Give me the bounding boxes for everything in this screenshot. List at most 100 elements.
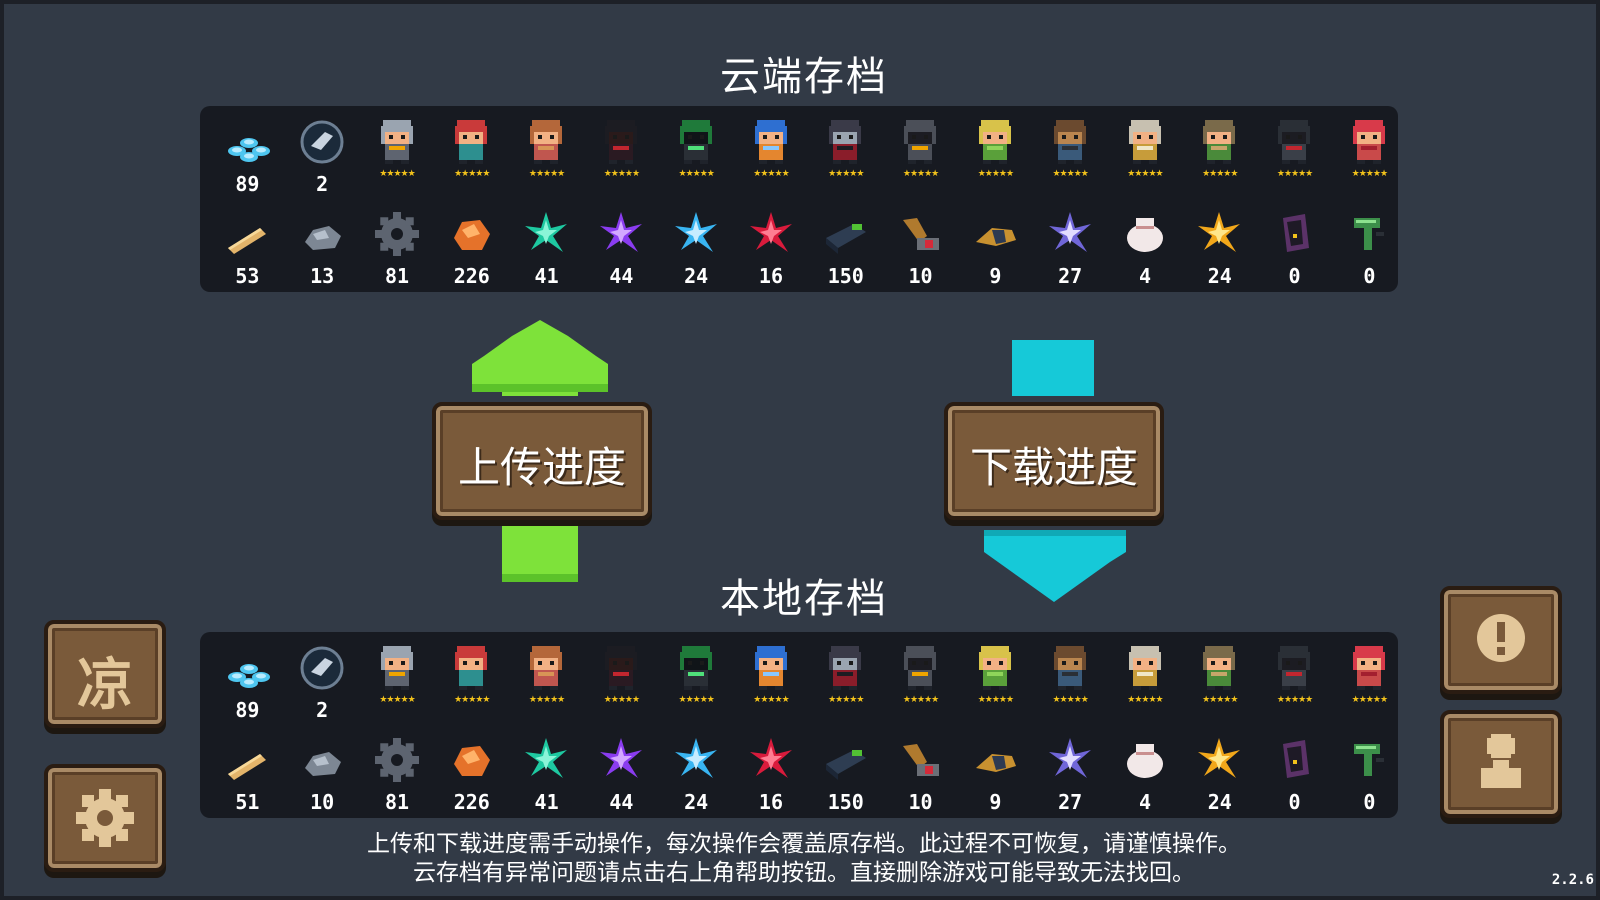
elf-hero-icon — [978, 646, 1011, 690]
item-count: 51 — [235, 790, 260, 814]
cloud-item-cell: 24 — [1182, 202, 1257, 292]
local-item-cell: 89 — [210, 636, 285, 726]
gear-part-icon — [374, 212, 419, 256]
local-character-cell: ★★★★★ — [734, 636, 809, 726]
upload-progress-button[interactable]: 上传进度 — [432, 402, 652, 520]
settings-button[interactable] — [44, 764, 166, 872]
item-count: 0 — [1288, 264, 1301, 288]
knight-hero-icon — [380, 646, 413, 690]
item-count: 41 — [534, 790, 559, 814]
item-count: 0 — [1363, 264, 1376, 288]
star-rating: ★★★★★ — [1127, 695, 1163, 705]
star-rating: ★★★★★ — [603, 695, 640, 705]
cloud-character-cell: ★★★★★ — [360, 110, 435, 200]
wood-plank-icon — [228, 228, 266, 254]
priestess-hero-icon — [1128, 120, 1161, 164]
card-icon — [1283, 740, 1310, 778]
version-label: 2.2.6 — [1551, 872, 1594, 888]
star-rating: ★★★★★ — [528, 695, 565, 705]
paladin-hero-icon — [904, 646, 937, 690]
cloud-character-cell: ★★★★★ — [434, 110, 509, 200]
star-rating: ★★★★★ — [977, 695, 1014, 705]
cloud-item-cell: 41 — [509, 202, 584, 292]
local-item-cell: 24 — [659, 728, 734, 818]
star-rating: ★★★★★ — [1052, 695, 1088, 705]
download-progress-label: 下载进度 — [969, 443, 1138, 492]
star-rating: ★★★★★ — [454, 695, 490, 705]
local-character-cell: ★★★★★ — [1033, 636, 1108, 726]
horn-icon — [975, 228, 1016, 246]
star-rating: ★★★★★ — [902, 695, 939, 705]
user-icon — [1481, 734, 1521, 788]
item-count: 53 — [235, 264, 260, 288]
local-character-cell: ★★★★★ — [958, 636, 1033, 726]
assassin-hero-icon — [604, 646, 637, 690]
item-count: 27 — [1058, 264, 1083, 288]
local-item-cell: 27 — [1033, 728, 1108, 818]
knight-hero-icon — [380, 120, 413, 164]
stone-ore-icon — [304, 752, 341, 776]
cannon-part-icon — [903, 744, 940, 776]
purple-crystal-icon — [599, 212, 642, 252]
local-character-cell: ★★★★★ — [1108, 636, 1183, 726]
local-item-cell: 0 — [1332, 728, 1407, 818]
liang-button[interactable]: 凉 — [44, 620, 166, 728]
help-icon — [1477, 614, 1525, 662]
local-item-cell: 41 — [509, 728, 584, 818]
item-count: 13 — [310, 264, 335, 288]
blue-crystal-icon — [674, 212, 717, 252]
star-rating: ★★★★★ — [828, 169, 864, 179]
fire-crystal-icon — [1198, 212, 1241, 252]
local-item-cell: 4 — [1108, 728, 1183, 818]
local-character-cell: ★★★★★ — [1182, 636, 1257, 726]
battery-icon — [826, 750, 867, 780]
cloud-character-cell: ★★★★★ — [509, 110, 584, 200]
vampire-hero-icon — [829, 120, 862, 164]
star-rating: ★★★★★ — [1276, 169, 1313, 179]
cloud-item-cell: 89 — [210, 110, 285, 200]
alchemist-hero-icon — [679, 646, 712, 690]
cloud-character-cell: ★★★★★ — [1257, 110, 1332, 200]
local-item-cell: 44 — [584, 728, 659, 818]
stone-ore-icon — [304, 226, 341, 250]
cloud-character-cell: ★★★★★ — [958, 110, 1033, 200]
cloud-item-cell: 10 — [883, 202, 958, 292]
item-count: 0 — [1288, 790, 1301, 814]
liang-icon: 凉 — [77, 653, 133, 718]
cloud-save-title: 云端存档 — [720, 54, 888, 100]
cloud-item-cell: 0 — [1257, 202, 1332, 292]
cloud-item-cell: 150 — [808, 202, 883, 292]
berserker-hero-icon — [1352, 120, 1385, 164]
item-count: 10 — [310, 790, 335, 814]
account-button[interactable] — [1440, 710, 1562, 818]
wood-plank-icon — [228, 754, 266, 780]
help-button[interactable] — [1440, 586, 1562, 694]
notice-line-1: 上传和下载进度需手动操作，每次操作会覆盖原存档。此过程不可恢复，请谨慎操作。 — [367, 831, 1241, 857]
local-item-cell: 9 — [958, 728, 1033, 818]
cloud-item-cell: 44 — [584, 202, 659, 292]
engineer-hero-icon — [754, 120, 787, 164]
local-character-cell: ★★★★★ — [659, 636, 734, 726]
item-count: 41 — [534, 264, 559, 288]
violet-shard-icon — [1048, 212, 1091, 252]
local-item-cell: 24 — [1182, 728, 1257, 818]
item-count: 10 — [908, 790, 933, 814]
star-rating: ★★★★★ — [528, 169, 565, 179]
local-character-cell: ★★★★★ — [434, 636, 509, 726]
item-count: 150 — [827, 264, 864, 288]
horn-icon — [975, 754, 1016, 772]
cloud-item-cell: 9 — [958, 202, 1033, 292]
item-count: 44 — [609, 790, 634, 814]
assassin-hero-icon — [604, 120, 637, 164]
item-count: 81 — [384, 264, 410, 288]
flour-sack-icon — [1126, 218, 1163, 252]
local-character-cell: ★★★★★ — [584, 636, 659, 726]
local-character-cell: ★★★★★ — [1257, 636, 1332, 726]
item-count: 10 — [908, 264, 933, 288]
cloud-character-cell: ★★★★★ — [808, 110, 883, 200]
cloud-item-cell: 226 — [434, 202, 509, 292]
cloud-item-cell: 53 — [210, 202, 285, 292]
download-progress-button[interactable]: 下载进度 — [944, 402, 1164, 520]
